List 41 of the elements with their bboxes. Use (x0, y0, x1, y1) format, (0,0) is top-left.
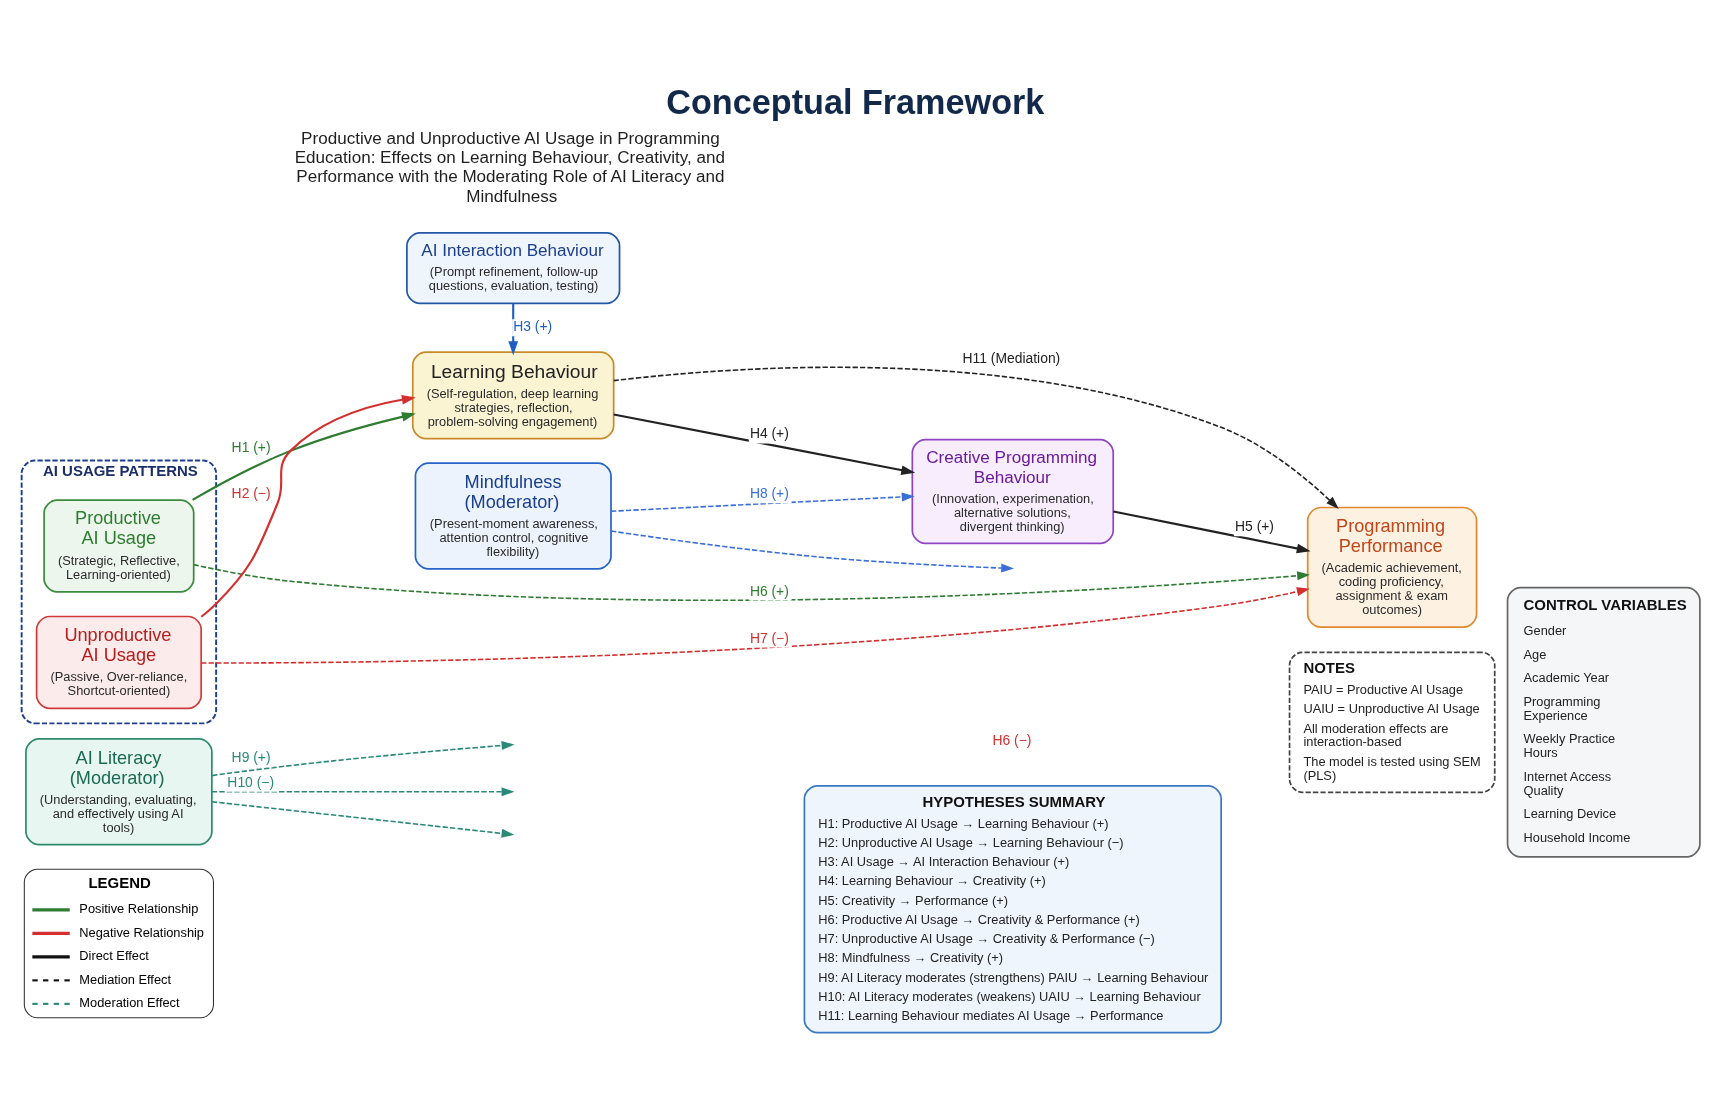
edge-label: H11 (Mediation) (962, 349, 1061, 366)
node-box: AI Literacy (Moderator) (Understanding, evaluating, and effectively using AI tools) (25, 737, 213, 845)
arrow (200, 394, 416, 618)
edge-label: H8 (+) (749, 484, 789, 501)
edge-label: H4 (+) (749, 424, 789, 441)
node-box: Learning Behaviour (Self-regulation, deep learning strategies, reflection, problem-solving engagement) (411, 350, 615, 439)
node-box: CONTROL VARIABLES Gender Age Academic Year Programming Experience Weekly Practice Hours Internet Access Quality Learning Device Household Income (1506, 586, 1701, 858)
arrow (613, 413, 916, 475)
node-box: AI Interaction Behaviour (Prompt refinement, follow-up questions, evaluation, testing) (406, 231, 621, 304)
arrow (211, 740, 515, 776)
legend-label: Mediation Effect (79, 971, 171, 987)
diagram-title: Conceptual Framework (666, 82, 1045, 121)
edge-label: H9 (+) (231, 748, 271, 765)
legend-label: Positive Relationship (79, 900, 199, 916)
edge-label: H7 (−) (749, 629, 789, 646)
arrow (1113, 509, 1311, 553)
edge-label: H10 (−) (227, 773, 275, 790)
node-box: Programming Performance (Academic achievement, coding proficiency, assignment & exam outcomes) (1306, 506, 1478, 628)
arrow (612, 365, 1339, 509)
legend-label: Negative Relationship (79, 924, 204, 940)
arrow (610, 529, 1015, 573)
node-box: HYPOTHESES SUMMARY H1: Productive AI Usage → Learning Behaviour (+) H2: Unproductive AI Usage → Learning Behaviour (−) H3: AI Usage → AI Interaction Behaviour (+) H4: Learning Behaviour → Creativity (+) H5: Creativity → Performance (+) H6: Productive AI Usage → Creativity & Performance (+) H7: Unproductive AI Usage → Creativity & Performance (−) H8: Mindfulness → Creativity (+) H9: AI Literacy moderates (strengthens) PAIU → Learning Behaviour H10: AI Literacy moderates (weakens) UAIU → Learning Behaviour H11: Learning Behaviour mediates AI Usage → Performance (803, 784, 1222, 1034)
edge-label: H6 (+) (749, 582, 789, 599)
arrow (211, 800, 515, 838)
label: LEGEND (88, 873, 151, 891)
node-box: Unproductive AI Usage (Passive, Over-reliance, Shortcut-oriented) (35, 615, 203, 709)
node-box: NOTES PAIU = Productive AI Usage UAIU = Unproductive AI Usage All moderation effects are interaction-based The model is tested using SEM (PLS) (1288, 650, 1496, 793)
label: H6 (−) (992, 731, 1032, 748)
edge-label: H5 (+) (1235, 517, 1274, 534)
node-box: Creative Programming Behaviour (Innovation, experimenation, alternative solutions, divergent thinking) (911, 438, 1115, 544)
arrow (610, 491, 915, 512)
node-box: Mindfulness (Moderator) (Present-moment awareness, attention control, cognitive flexibility) (414, 461, 612, 570)
edge-label: H1 (+) (231, 438, 271, 455)
arrow (200, 586, 1310, 664)
edge-label: H2 (−) (231, 484, 271, 501)
node-box: Productive AI Usage (Strategic, Reflective, Learning-oriented) (43, 498, 195, 593)
arrow (211, 786, 515, 796)
edge-label: H3 (+) (513, 317, 553, 334)
legend-label: Moderation Effect (79, 994, 180, 1010)
legend-label: Direct Effect (79, 947, 149, 963)
label: Productive and Unproductive AI Usage in Programming Education: Effects on Learning Behaviour, Creativity, and Performance with the Moderating Role of AI Literacy and Mindfulness (294, 128, 726, 206)
